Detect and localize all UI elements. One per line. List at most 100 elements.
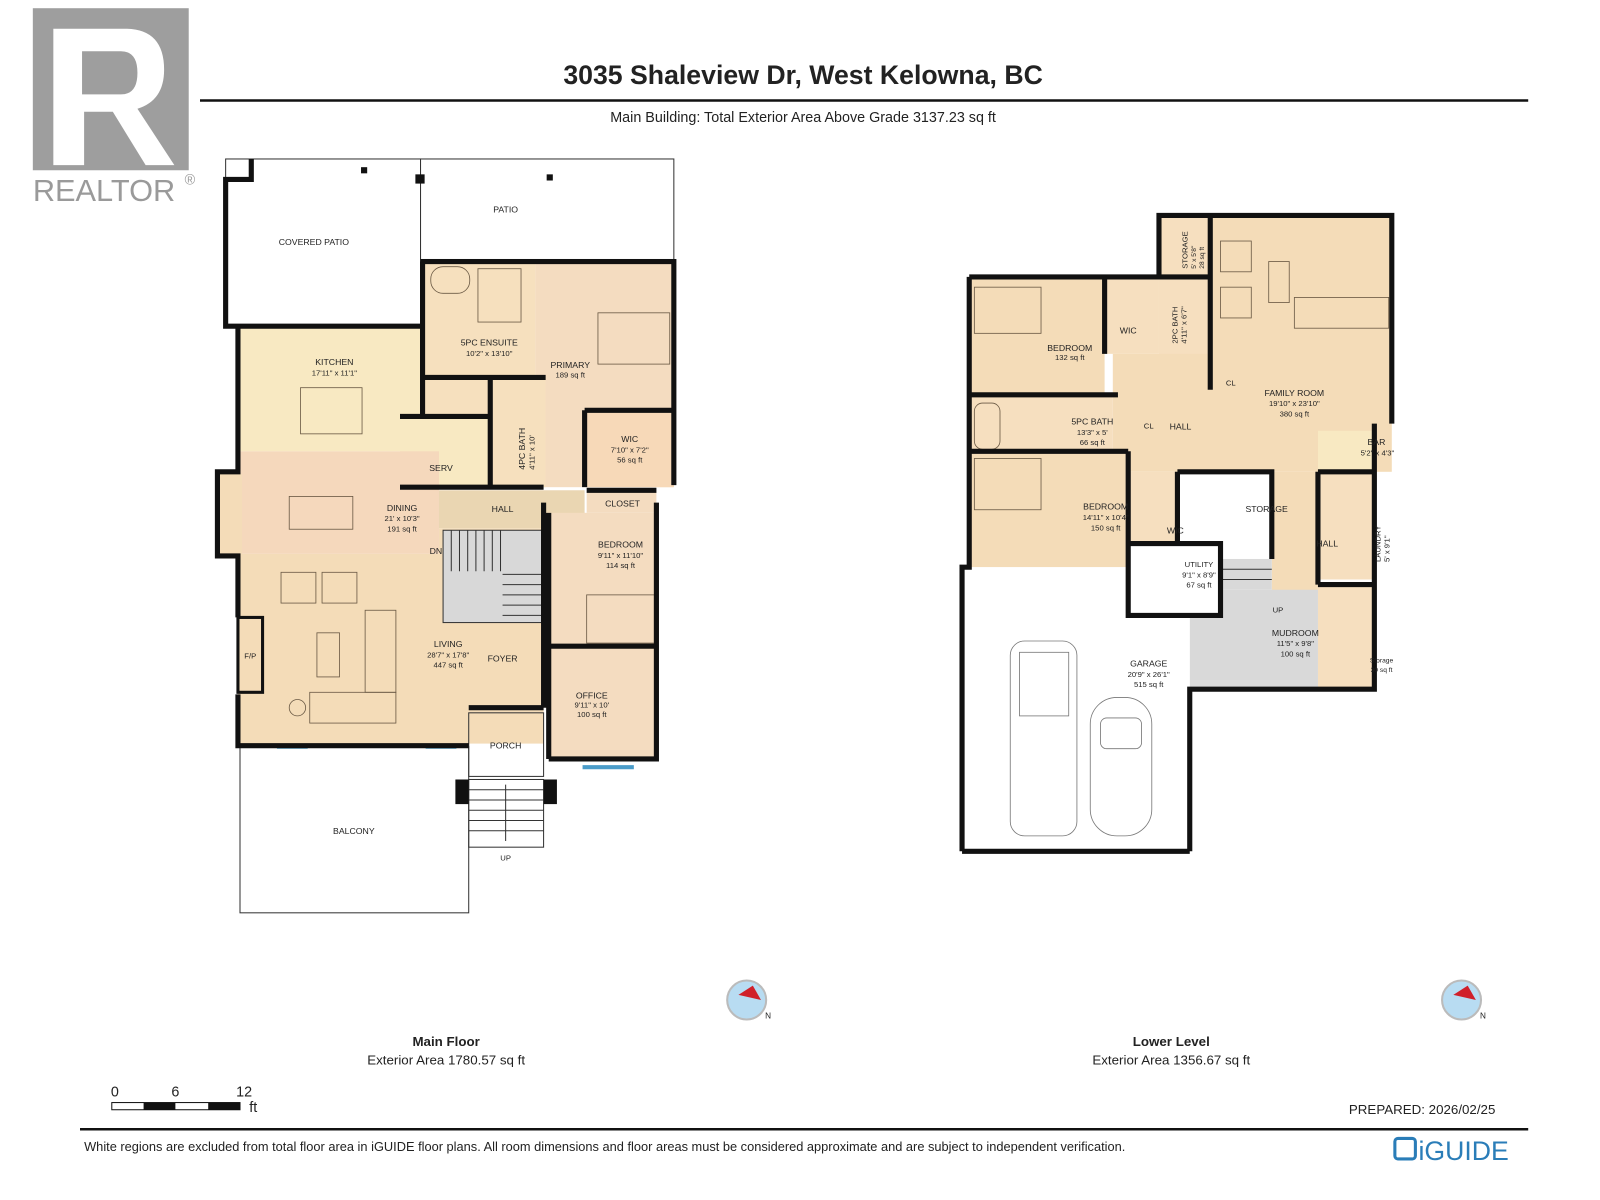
label-fireplace: F/P: [244, 651, 256, 660]
area-primary: 189 sq ft: [556, 370, 586, 379]
scale-tick-12: 12: [236, 1084, 252, 1100]
area-living: 447 sq ft: [433, 661, 463, 670]
lower-storage-small: [1317, 586, 1375, 690]
label-laundry: LAUNDRY: [1374, 525, 1383, 562]
lower-2pc-bath: [1158, 276, 1211, 359]
dims-garage: 20'9" x 26'1": [1128, 670, 1170, 679]
office: [548, 646, 657, 759]
label-covered-patio: COVERED PATIO: [279, 237, 350, 247]
area-utility: 67 sq ft: [1186, 581, 1212, 590]
scale-unit: ft: [249, 1100, 257, 1116]
main-floor-title: Main Floor: [412, 1034, 479, 1049]
dims-dining: 21' x 10'3": [384, 514, 419, 523]
realtor-wordmark: REALTOR: [33, 173, 175, 208]
scale-tick-6: 6: [171, 1084, 179, 1100]
label-stairs-down: DN: [430, 546, 443, 556]
dims-office: 9'11" x 10': [574, 701, 609, 710]
dims-lower-2pc-bath: 4'11" x 6'7": [1180, 306, 1189, 344]
area-family-room: 380 sq ft: [1280, 409, 1310, 418]
label-lower-cl-1: CL: [1226, 379, 1237, 388]
kitchen: [237, 326, 423, 452]
bar: [1317, 430, 1375, 472]
scale-tick-0: 0: [111, 1084, 119, 1100]
label-hall: HALL: [492, 504, 514, 514]
compass-icon: N: [1441, 979, 1486, 1021]
lower-stairs-up[interactable]: [1220, 558, 1272, 590]
lower-level-area: Exterior Area 1356.67 sq ft: [1092, 1053, 1250, 1068]
bedroom: [548, 512, 657, 647]
main-floor-plan: COVERED PATIO PATIO 5PC ENSUITE 10'2" x …: [214, 158, 972, 914]
area-dining: 191 sq ft: [387, 524, 417, 533]
lower-hall-2: [1271, 471, 1318, 593]
area-wic: 56 sq ft: [617, 456, 643, 465]
label-garage: GARAGE: [1130, 659, 1167, 669]
lower-storage-top: [1158, 215, 1211, 277]
label-wic: WIC: [621, 434, 638, 444]
garage: [962, 567, 1190, 852]
label-lower-bedroom-1: BEDROOM: [1047, 343, 1092, 353]
patio: [420, 158, 675, 260]
label-serv: SERV: [429, 463, 453, 473]
label-ensuite: 5PC ENSUITE: [461, 338, 518, 348]
compass-north-label: N: [1480, 1011, 1486, 1020]
label-dining: DINING: [387, 503, 418, 513]
walk-in-closet: [584, 410, 674, 488]
dims-laundry: 5' x 9'1": [1383, 535, 1392, 562]
stairs-down[interactable]: [442, 529, 543, 624]
label-bedroom: BEDROOM: [598, 540, 643, 550]
label-closet: CLOSET: [605, 499, 641, 509]
laundry: [1317, 471, 1375, 580]
area-storage-top: 28 sq ft: [1199, 247, 1206, 269]
area-lower-bedroom-1: 132 sq ft: [1055, 353, 1085, 362]
label-4pc-bath: 4PC BATH: [517, 428, 527, 470]
4pc-bath: [490, 377, 546, 488]
page-title: 3035 Shaleview Dr, West Kelowna, BC: [563, 60, 1043, 90]
main-floor-area: Exterior Area 1780.57 sq ft: [367, 1053, 525, 1068]
iguide-logo: iGUIDE: [1393, 1136, 1509, 1166]
label-utility: UTILITY: [1185, 560, 1214, 569]
dims-bedroom: 9'11" x 11'10": [598, 551, 644, 560]
wine-nook: [217, 473, 243, 556]
dims-lower-5pc-bath: 13'3" x 5': [1077, 428, 1108, 437]
label-kitchen: KITCHEN: [315, 357, 353, 367]
label-lower-hall-1: HALL: [1170, 422, 1192, 432]
label-lower-storage-small: Storage: [1370, 658, 1394, 665]
iguide-wordmark: iGUIDE: [1418, 1136, 1508, 1166]
area-garage: 515 sq ft: [1134, 680, 1164, 689]
area-lower-storage-small: 30 sq ft: [1371, 667, 1393, 674]
area-lower-5pc-bath: 66 sq ft: [1080, 438, 1106, 447]
dims-ensuite: 10'2" x 13'10": [466, 349, 513, 358]
lower-bedroom-2: [969, 451, 1129, 568]
label-lower-5pc-bath: 5PC BATH: [1071, 417, 1113, 427]
label-lower-cl-2: CL: [1144, 422, 1155, 431]
compass-icon: N: [726, 979, 771, 1021]
label-family-room: FAMILY ROOM: [1265, 388, 1325, 398]
dims-utility: 9'1" x 8'9": [1182, 570, 1216, 579]
dims-wic: 7'10" x 7'2": [611, 445, 649, 454]
label-mudroom: MUDROOM: [1272, 628, 1319, 638]
fireplace: [237, 617, 263, 693]
registered-mark: ®: [185, 173, 196, 189]
area-office: 100 sq ft: [577, 710, 607, 719]
label-bar: BAR: [1367, 437, 1385, 447]
label-living: LIVING: [434, 639, 463, 649]
disclaimer: White regions are excluded from total fl…: [84, 1139, 1125, 1154]
dims-mudroom: 11'5" x 9'8": [1277, 639, 1315, 648]
label-primary: PRIMARY: [551, 360, 591, 370]
dining: [237, 451, 439, 554]
label-porch: PORCH: [490, 741, 521, 751]
dims-storage-top: 5' x 5'8": [1191, 245, 1198, 269]
stairs-up[interactable]: [455, 778, 557, 848]
truck-icon: [1009, 640, 1078, 837]
label-lower-2pc-bath: 2PC BATH: [1170, 307, 1179, 344]
label-lower-bedroom-2: BEDROOM: [1083, 502, 1128, 512]
label-balcony: BALCONY: [333, 826, 375, 836]
closet: [586, 490, 657, 513]
label-storage-top: STORAGE: [1181, 231, 1190, 268]
area-bedroom: 114 sq ft: [606, 561, 636, 570]
lower-level-title: Lower Level: [1133, 1034, 1210, 1049]
label-lower-wic-1: WIC: [1120, 325, 1137, 335]
label-patio: PATIO: [493, 204, 518, 214]
prepared-date: PREPARED: 2026/02/25: [1349, 1102, 1495, 1117]
